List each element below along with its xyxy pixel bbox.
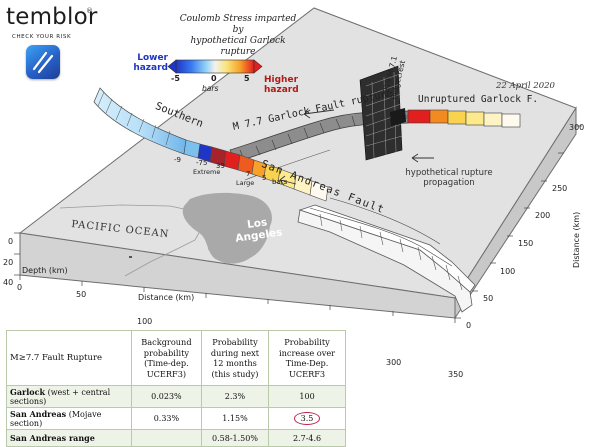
y-tick: 0 <box>466 321 472 330</box>
depth-tick: 40 <box>3 278 14 287</box>
table-cell: 2.7-4.6 <box>268 429 346 447</box>
y-tick: 100 <box>500 267 516 276</box>
y-tick: 150 <box>518 239 534 248</box>
table-header-cell: M≥7.7 Fault Rupture <box>6 330 132 386</box>
table-row-name: San Andreas (Mojave section) <box>6 407 132 430</box>
registered-mark: ® <box>86 7 93 15</box>
map-title-line1: Coulomb Stress imparted by <box>179 14 297 35</box>
depth-tick: 0 <box>8 237 14 246</box>
x-tick: 350 <box>448 370 464 379</box>
colorbar <box>175 59 255 74</box>
label-propagation: hypothetical rupture propagation <box>394 168 504 188</box>
colorbar-right-arrow <box>253 59 263 74</box>
stress-value: -75 <box>196 159 208 167</box>
higher-hazard-line2: hazard <box>264 85 299 95</box>
depth-tick: 20 <box>3 258 14 267</box>
table-row: San Andreas (Mojave section) 0.33% 1.15%… <box>6 407 346 430</box>
lower-hazard-line2: hazard <box>133 63 168 73</box>
table-cell-circled: 3.5 <box>268 407 346 430</box>
temblor-app-icon <box>26 45 60 79</box>
temblor-logo-wordmark: temblor <box>6 4 98 30</box>
stress-annotation-extreme: Extreme <box>193 168 221 176</box>
x-axis-label: Distance (km) <box>138 293 195 302</box>
propagation-arrows <box>279 109 434 186</box>
table-cell: 0.58-1.50% <box>200 429 270 447</box>
table-row: Garlock (west + central sections) 0.023%… <box>6 385 346 408</box>
y-tick: 50 <box>483 294 494 303</box>
stress-value: 7 <box>246 170 251 178</box>
y-tick: 200 <box>535 211 551 220</box>
table-cell: 2.3% <box>200 385 270 408</box>
x-tick: 300 <box>386 358 402 367</box>
stress-annotation-large: Large <box>236 179 255 187</box>
map-title: Coulomb Stress imparted by hypothetical … <box>178 14 298 58</box>
map-title-line2: hypothetical Garlock rupture <box>190 36 286 57</box>
stress-value: bars <box>272 178 288 186</box>
colorbar-unit-label: bars <box>202 84 219 93</box>
table-cell: 0.33% <box>131 407 202 430</box>
lightning-icon <box>32 51 54 74</box>
table-row-name: Garlock (west + central sections) <box>6 385 132 408</box>
lower-hazard-line1: Lower <box>137 53 168 63</box>
ridgecrest-fault-plane: ☆ <box>359 65 408 161</box>
colorbar-left-arrow <box>167 59 177 74</box>
los-angeles-urban-area <box>182 192 272 264</box>
y-tick: 250 <box>552 184 568 193</box>
x-tick: 0 <box>17 283 23 292</box>
stress-value: 5 <box>262 174 267 182</box>
map-date: 22 April 2020 <box>496 81 555 91</box>
temblor-tagline: CHECK YOUR RISK <box>12 34 72 40</box>
svg-text:☆: ☆ <box>402 113 408 121</box>
table-cell <box>131 429 202 447</box>
propagation-line2: propagation <box>423 178 475 188</box>
colorbar-mid-label: 0 <box>211 74 217 83</box>
stress-value: 39 <box>216 162 225 170</box>
stress-value: -9 <box>174 156 181 164</box>
colorbar-min-label: -5 <box>171 74 180 83</box>
label-unruptured-garlock: Unruptured Garlock F. <box>418 94 539 105</box>
axis-ticks <box>14 125 582 323</box>
depth-axis-label: Depth (km) <box>22 266 68 275</box>
higher-hazard-line1: Higher <box>264 75 299 85</box>
y-tick: 300 <box>569 123 585 132</box>
fault-trace-sa <box>309 197 453 267</box>
colorbar-max-label: 5 <box>244 74 250 83</box>
table-cell: 0.023% <box>131 385 202 408</box>
table-cell: 100 <box>268 385 346 408</box>
block-right-face <box>454 106 577 320</box>
table-row-name: San Andreas range <box>6 429 132 447</box>
lower-hazard-label: Lower hazard <box>128 53 168 73</box>
x-tick: 100 <box>137 317 153 326</box>
higher-hazard-label: Higher hazard <box>264 75 304 95</box>
table-cell: 1.15% <box>200 407 270 430</box>
propagation-line1: hypothetical rupture <box>405 168 493 178</box>
san-andreas-southern-segments <box>297 204 476 313</box>
garlock-rupture-band <box>229 109 521 163</box>
y-axis-label: Distance (km) <box>572 211 581 268</box>
x-tick: 50 <box>76 290 87 299</box>
san-andreas-stress-band <box>93 87 329 202</box>
table-row: San Andreas range 0.58-1.50% 2.7-4.6 <box>6 429 346 447</box>
circle-highlight: 3.5 <box>293 412 321 425</box>
